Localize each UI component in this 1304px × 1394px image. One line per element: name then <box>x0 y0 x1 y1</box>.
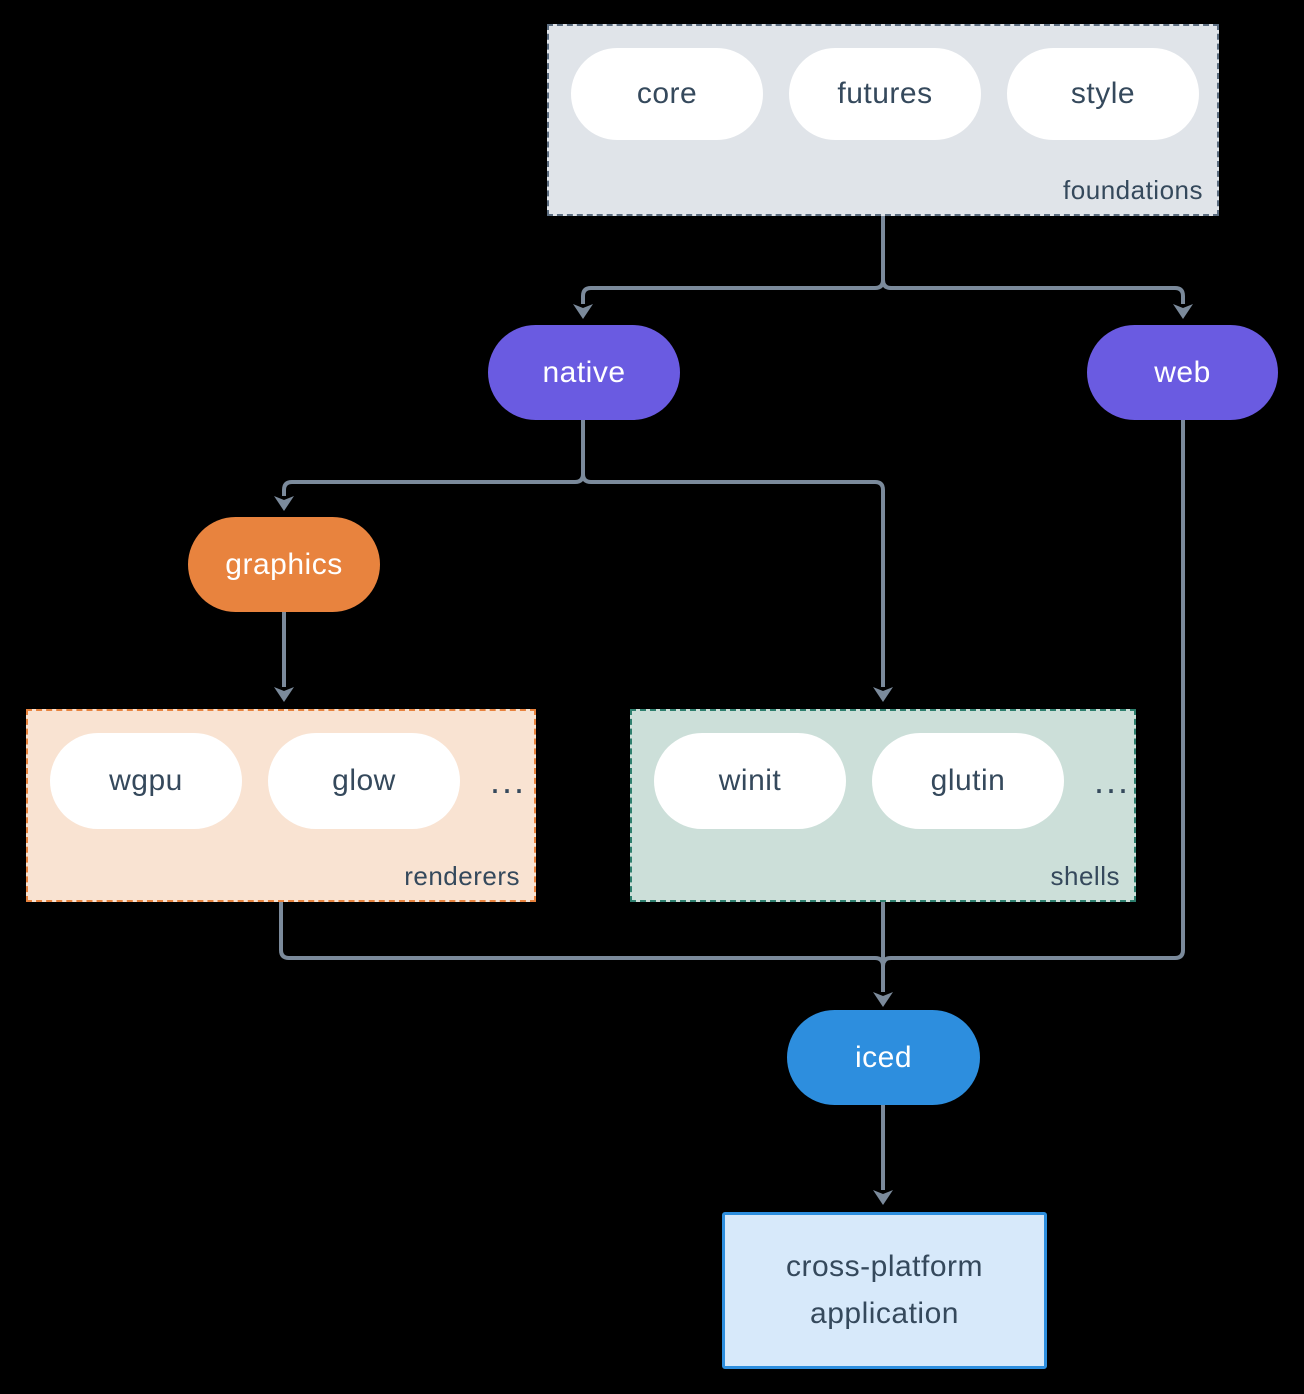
renderers-ellipsis: ... <box>490 760 527 801</box>
node-web: web <box>1087 325 1278 420</box>
edge-native-graphics <box>282 420 585 496</box>
edge-foundations-web <box>881 216 1185 304</box>
node-core: core <box>571 48 763 140</box>
node-graphics: graphics <box>188 517 380 612</box>
node-cross-platform-application: cross-platform application <box>722 1212 1047 1369</box>
foundations-pill-row: core futures style <box>571 48 1199 140</box>
edge-renderers-iced <box>279 902 885 967</box>
shells-group: winit glutin ... shells <box>630 709 1136 902</box>
foundations-group-label: foundations <box>1063 175 1203 205</box>
arrowhead-web <box>1173 304 1193 319</box>
arrowhead-graphics <box>274 496 294 511</box>
edge-native-shells <box>581 420 885 687</box>
node-glow: glow <box>268 733 460 829</box>
node-wgpu: wgpu <box>50 733 242 829</box>
node-native: native <box>488 325 680 420</box>
shells-pill-row: winit glutin ... <box>654 733 1130 829</box>
arrowhead-native <box>573 304 593 319</box>
shells-ellipsis: ... <box>1094 760 1131 801</box>
node-winit: winit <box>654 733 846 829</box>
arrowhead-application <box>873 1190 893 1205</box>
shells-group-label: shells <box>1050 861 1120 891</box>
arrowhead-iced <box>873 992 893 1007</box>
renderers-pill-row: wgpu glow ... <box>50 733 526 829</box>
arrowhead-shells <box>873 687 893 702</box>
renderers-group: wgpu glow ... renderers <box>26 709 536 902</box>
arrowhead-renderers <box>274 687 294 702</box>
node-futures: futures <box>789 48 981 140</box>
node-style: style <box>1007 48 1199 140</box>
node-iced: iced <box>787 1010 980 1105</box>
foundations-group: core futures style foundations <box>547 24 1219 216</box>
node-glutin: glutin <box>872 733 1064 829</box>
renderers-group-label: renderers <box>404 861 520 891</box>
edge-foundations-native <box>581 216 885 304</box>
